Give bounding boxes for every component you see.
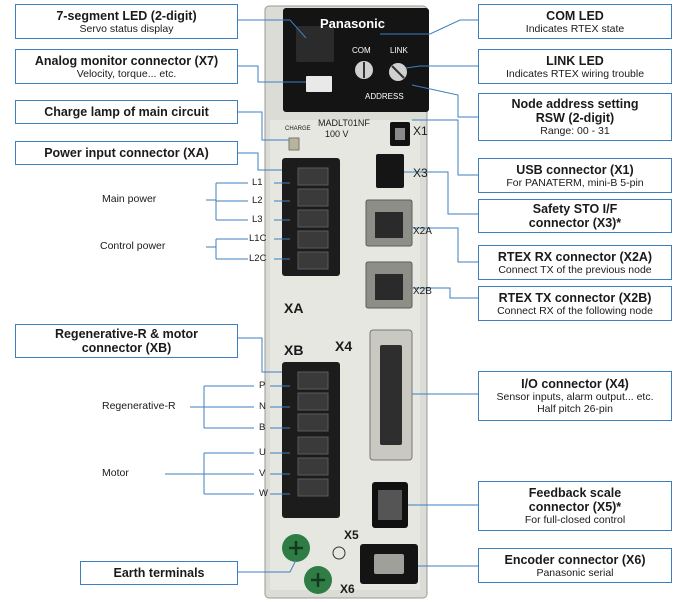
x1-label: X1 — [413, 124, 428, 138]
x6-label: X6 — [340, 582, 355, 596]
callout-sub: For PANATERM, mini-B 5-pin — [506, 176, 644, 189]
callout-feedback-scale: Feedback scale connector (X5)* For full-… — [478, 481, 672, 531]
callout-sub: Indicates RTEX state — [525, 22, 625, 35]
terminal-v: V — [259, 468, 266, 479]
callout-title: Earth terminals — [113, 566, 205, 580]
callout-sub: Range: 00 - 31 — [540, 125, 610, 137]
callout-title: 7-segment LED (2-digit) — [56, 8, 197, 23]
terminal-l1c: L1C — [249, 233, 267, 244]
charge-label: CHARGE — [285, 126, 311, 132]
seg-led-window — [296, 26, 334, 62]
callout-seg-led: 7-segment LED (2-digit) Servo status dis… — [15, 4, 238, 39]
com-label: COM — [352, 46, 371, 55]
callout-title: Regenerative-R & motor connector (XB) — [54, 327, 199, 355]
callout-sub: Servo status display — [79, 22, 174, 35]
brand-logo: Panasonic — [320, 16, 386, 31]
callout-title: Feedback scale connector (X5)* — [528, 486, 622, 514]
earth-screws — [282, 534, 332, 594]
callout-sub: Panasonic serial — [536, 566, 614, 579]
callout-link-led: LINK LED Indicates RTEX wiring trouble — [478, 49, 672, 84]
callout-regen-motor: Regenerative-R & motor connector (XB) — [15, 324, 238, 358]
link-label: LINK — [390, 46, 408, 55]
callout-title: Safety STO I/F connector (X3)* — [528, 202, 622, 230]
callout-sub: Connect TX of the previous node — [498, 263, 652, 276]
terminal-l2: L2 — [252, 195, 263, 206]
leader-lines — [165, 19, 478, 573]
callout-title: RTEX RX connector (X2A) — [497, 249, 653, 264]
group-main-power: Main power — [102, 193, 157, 205]
callout-safety-sto: Safety STO I/F connector (X3)* — [478, 199, 672, 233]
xb-label: XB — [284, 342, 304, 358]
xa-label: XA — [284, 300, 304, 316]
callout-node-address: Node address setting RSW (2-digit) Range… — [478, 93, 672, 141]
callout-charge-lamp: Charge lamp of main circuit — [15, 100, 238, 124]
callout-sub: Indicates RTEX wiring trouble — [505, 67, 645, 80]
terminal-l2c: L2C — [249, 253, 267, 264]
terminal-n: N — [259, 401, 266, 412]
terminal-u: U — [259, 447, 266, 458]
group-regenerative: Regenerative-R — [102, 400, 176, 412]
address-label: ADDRESS — [365, 92, 404, 101]
group-control-power: Control power — [100, 240, 166, 252]
callout-analog-monitor: Analog monitor connector (X7) Velocity, … — [15, 49, 238, 84]
charge-lamp — [288, 137, 300, 151]
sto-port — [376, 154, 404, 188]
callout-encoder: Encoder connector (X6) Panasonic serial — [478, 548, 672, 583]
callout-sub: Velocity, torque... etc. — [76, 67, 177, 80]
callout-title: Charge lamp of main circuit — [44, 105, 209, 119]
callout-usb: USB connector (X1) For PANATERM, mini-B … — [478, 158, 672, 193]
terminal-l1: L1 — [252, 177, 263, 188]
callout-com-led: COM LED Indicates RTEX state — [478, 4, 672, 39]
callout-title: RTEX TX connector (X2B) — [498, 290, 652, 305]
link-dial — [389, 63, 407, 81]
callout-io: I/O connector (X4) Sensor inputs, alarm … — [478, 371, 672, 421]
callout-title: I/O connector (X4) — [521, 377, 629, 391]
voltage-label: 100 V — [325, 129, 349, 139]
callout-earth: Earth terminals — [80, 561, 238, 585]
callout-sub2: Half pitch 26-pin — [537, 403, 613, 415]
x2a-label: X2A — [413, 226, 432, 237]
analog-monitor-port — [306, 76, 332, 92]
x4-label: X4 — [335, 338, 353, 354]
callout-title: Analog monitor connector (X7) — [34, 53, 219, 68]
callout-sub: For full-closed control — [524, 514, 626, 526]
callout-title: COM LED — [546, 8, 604, 23]
terminal-w: W — [259, 488, 268, 499]
callout-rtex-tx: RTEX TX connector (X2B) Connect RX of th… — [478, 286, 672, 321]
callout-power-input: Power input connector (XA) — [15, 141, 238, 165]
x2b-label: X2B — [413, 286, 432, 297]
group-motor: Motor — [102, 467, 129, 479]
callout-sub: Connect RX of the following node — [497, 304, 653, 317]
x5-label: X5 — [344, 528, 359, 542]
x3-label: X3 — [413, 166, 428, 180]
terminal-p: P — [259, 380, 266, 391]
earth-symbol-icon — [332, 546, 346, 560]
terminal-l3: L3 — [252, 214, 263, 225]
terminal-b: B — [259, 422, 266, 433]
callout-rtex-rx: RTEX RX connector (X2A) Connect TX of th… — [478, 245, 672, 280]
callout-title: Node address setting RSW (2-digit) — [511, 97, 639, 125]
callout-title: USB connector (X1) — [516, 162, 634, 177]
callout-sub: Sensor inputs, alarm output... etc. — [496, 391, 654, 403]
com-dial — [355, 61, 373, 79]
callout-title: Encoder connector (X6) — [504, 552, 646, 567]
model-label: MADLT01NF — [318, 118, 370, 128]
callout-title: LINK LED — [546, 53, 604, 68]
callout-title: Power input connector (XA) — [44, 146, 209, 160]
